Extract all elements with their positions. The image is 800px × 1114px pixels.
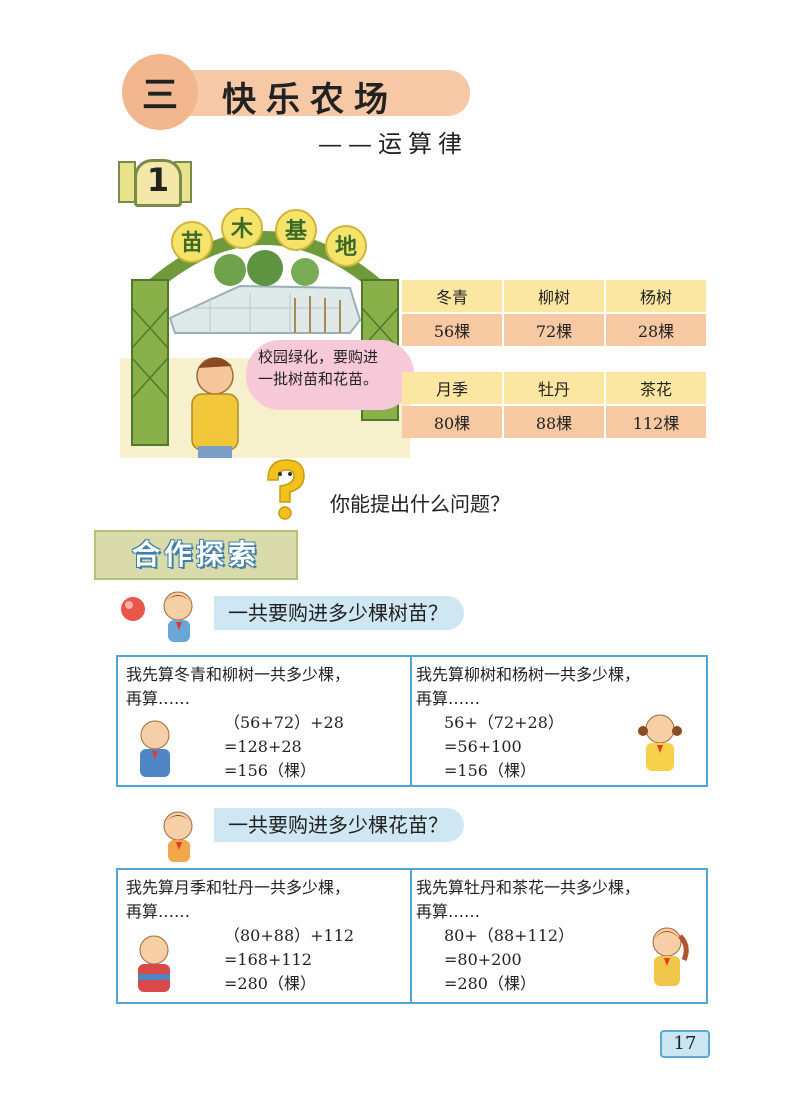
method-text: 我先算柳树和杨树一共多少棵， bbox=[416, 665, 641, 684]
flowers-table: 月季 牡丹 茶花 80棵 88棵 112棵 bbox=[400, 370, 708, 440]
speech-line: 一批树苗和花苗。 bbox=[258, 370, 379, 388]
page-title: 快乐农场 bbox=[222, 80, 398, 120]
girl-avatar bbox=[642, 920, 692, 990]
arch-char: 地 bbox=[335, 235, 357, 260]
calc-line: （80+88）+112 bbox=[224, 926, 355, 945]
title-banner bbox=[180, 70, 470, 116]
page-subtitle: ——运算律 bbox=[318, 130, 468, 158]
solution-box-2: 我先算月季和牡丹一共多少棵， 再算…… （80+88）+112 =168+112… bbox=[116, 868, 708, 1004]
window-icon bbox=[134, 159, 182, 207]
method-text: 再算…… bbox=[416, 689, 481, 708]
girl-avatar bbox=[150, 804, 210, 864]
calc-line: =128+28 bbox=[224, 737, 302, 756]
table-header-cell: 冬青 bbox=[402, 280, 502, 312]
question-1: 一共要购进多少棵树苗？ bbox=[214, 596, 464, 630]
method-text: 我先算牡丹和茶花一共多少棵， bbox=[416, 878, 641, 897]
trees-table: 冬青 柳树 杨树 56棵 72棵 28棵 bbox=[400, 278, 708, 348]
method-text: 再算…… bbox=[416, 902, 481, 921]
nursery-scene-illustration: 苗 木 基 地 bbox=[120, 207, 410, 458]
table-value-cell: 112棵 bbox=[606, 406, 706, 438]
calc-line: =156（棵） bbox=[444, 761, 536, 780]
table-header-cell: 茶花 bbox=[606, 372, 706, 404]
table-header-cell: 杨树 bbox=[606, 280, 706, 312]
calc-line: =280（棵） bbox=[444, 974, 536, 993]
table-header-cell: 月季 bbox=[402, 372, 502, 404]
calc-line: =80+200 bbox=[444, 950, 522, 969]
boy-avatar bbox=[132, 715, 178, 779]
boy-avatar bbox=[130, 930, 178, 994]
calc-line: =156（棵） bbox=[224, 761, 316, 780]
calc-line: （56+72）+28 bbox=[224, 713, 344, 732]
box-divider bbox=[410, 870, 412, 1002]
calc-line: =56+100 bbox=[444, 737, 522, 756]
method-text: 再算…… bbox=[126, 689, 191, 708]
table-value-cell: 72棵 bbox=[504, 314, 604, 346]
method-text: 再算…… bbox=[126, 902, 191, 921]
lesson-number: 1 bbox=[146, 161, 170, 199]
girl-avatar bbox=[150, 584, 210, 644]
girl-avatar bbox=[636, 709, 684, 775]
question-2: 一共要购进多少棵花苗？ bbox=[214, 808, 464, 842]
box-divider bbox=[410, 657, 412, 785]
table-header-cell: 柳树 bbox=[504, 280, 604, 312]
method-text: 我先算冬青和柳树一共多少棵， bbox=[126, 665, 351, 684]
table-value-cell: 80棵 bbox=[402, 406, 502, 438]
question-mark-icon bbox=[256, 458, 316, 522]
section-tag-label: 合作探索 bbox=[131, 538, 260, 571]
solution-box-1: 我先算冬青和柳树一共多少棵， 再算…… （56+72）+28 =128+28 =… bbox=[116, 655, 708, 787]
calc-line: =168+112 bbox=[224, 950, 312, 969]
page-number: 17 bbox=[660, 1030, 710, 1058]
arch-char: 苗 bbox=[181, 231, 203, 256]
table-value-cell: 88棵 bbox=[504, 406, 604, 438]
red-ball-icon bbox=[118, 594, 148, 624]
teacher-speech-bubble: 校园绿化，要购进 一批树苗和花苗。 bbox=[246, 340, 414, 410]
unit-number: 三 bbox=[122, 54, 198, 130]
method-text: 我先算月季和牡丹一共多少棵， bbox=[126, 878, 351, 897]
calc-line: 56+（72+28） bbox=[444, 713, 564, 732]
table-value-cell: 56棵 bbox=[402, 314, 502, 346]
calc-line: 80+（88+112） bbox=[444, 926, 575, 945]
calc-line: =280（棵） bbox=[224, 974, 316, 993]
table-value-cell: 28棵 bbox=[606, 314, 706, 346]
table-header-cell: 牡丹 bbox=[504, 372, 604, 404]
section-tag: 合作探索 bbox=[94, 530, 298, 580]
lesson-badge: 1 bbox=[118, 155, 192, 207]
teacher-figure bbox=[191, 357, 239, 458]
arch-char: 木 bbox=[230, 217, 254, 242]
arch-char: 基 bbox=[285, 219, 308, 244]
speech-line: 校园绿化，要购进 bbox=[258, 348, 379, 366]
prompt-question: 你能提出什么问题？ bbox=[330, 492, 510, 516]
